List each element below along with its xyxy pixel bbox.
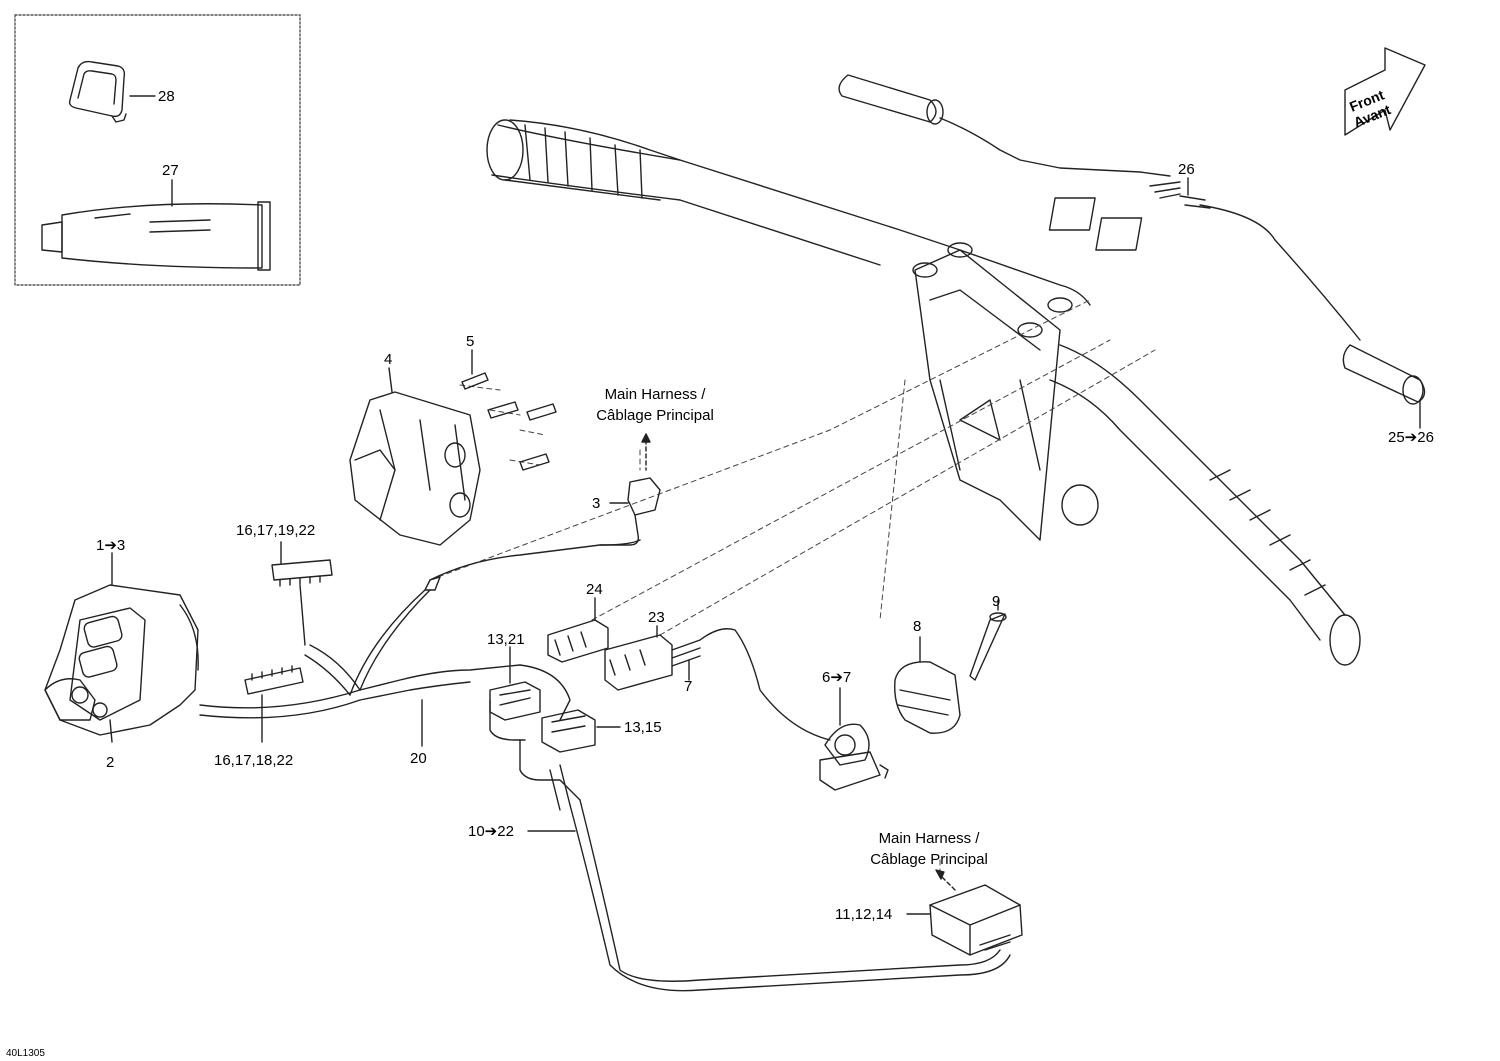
part-6-7-sensor bbox=[819, 723, 889, 791]
part-8-grip bbox=[894, 661, 961, 734]
document-id: 40L1305 bbox=[6, 1048, 45, 1059]
part-9-pin bbox=[969, 612, 1007, 681]
callout-5: 5 bbox=[466, 333, 475, 350]
callout-23: 23 bbox=[648, 609, 665, 626]
callout-26: 26 bbox=[1178, 161, 1195, 178]
part-28-clip bbox=[68, 60, 127, 123]
callout-16-17-19-22: 16,17,19,22 bbox=[236, 522, 316, 539]
inset-box bbox=[14, 14, 301, 286]
part-20-wire-harness bbox=[199, 539, 1011, 992]
callout-6-7: 6➔7 bbox=[822, 669, 852, 686]
heater-element-left bbox=[838, 74, 1171, 177]
callout-24: 24 bbox=[586, 581, 603, 598]
callout-9: 9 bbox=[992, 593, 1001, 610]
heater-element-right bbox=[1199, 204, 1426, 405]
connectors-26 bbox=[1048, 181, 1211, 251]
callout-4: 4 bbox=[384, 351, 393, 368]
connector-13-21 bbox=[489, 681, 541, 721]
callout-11-12-14: 11,12,14 bbox=[835, 906, 893, 923]
part-5-screws bbox=[461, 372, 557, 471]
handlebar bbox=[486, 119, 1361, 666]
callout-16-17-18-22: 16,17,18,22 bbox=[214, 752, 294, 769]
part-1-3-switch-housing bbox=[44, 584, 199, 736]
connector-23 bbox=[604, 628, 831, 741]
callout-3: 3 bbox=[592, 495, 601, 512]
callout-1-3: 1➔3 bbox=[96, 537, 126, 554]
callout-7: 7 bbox=[684, 678, 693, 695]
main-harness-note-bottom: Main Harness / Câblage Principal bbox=[870, 830, 988, 868]
callout-28: 28 bbox=[158, 88, 175, 105]
callout-20: 20 bbox=[410, 750, 427, 767]
callout-27: 27 bbox=[162, 162, 179, 179]
part-27-grease-tube bbox=[41, 201, 271, 271]
connector-13-15 bbox=[541, 709, 596, 753]
callout-25-26: 25➔26 bbox=[1388, 429, 1434, 446]
callout-8: 8 bbox=[913, 618, 922, 635]
connector-16-17-18-22 bbox=[244, 665, 304, 695]
callout-13-15: 13,15 bbox=[624, 719, 662, 736]
callout-10-22: 10➔22 bbox=[468, 823, 514, 840]
main-harness-note-top: Main Harness / Câblage Principal bbox=[596, 386, 714, 424]
part-11-12-14-connector bbox=[929, 884, 1023, 956]
connector-24 bbox=[547, 619, 609, 663]
part-4-housing bbox=[349, 391, 481, 546]
part-3-connector bbox=[599, 477, 661, 546]
callout-2: 2 bbox=[106, 754, 115, 771]
callout-13-21: 13,21 bbox=[487, 631, 525, 648]
connector-16-17-19-22 bbox=[271, 559, 333, 646]
front-arrow-icon bbox=[1344, 47, 1426, 136]
